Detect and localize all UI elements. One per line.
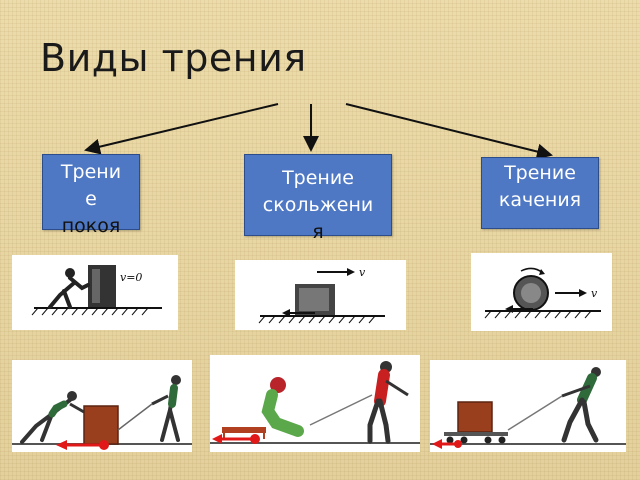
- child-head: [270, 377, 286, 393]
- arrow-to-static-friction: [84, 103, 279, 155]
- slide-title: Виды трения: [40, 36, 307, 80]
- sliding-friction-label-1: Трение: [282, 167, 354, 189]
- sliding-friction-schematic: v: [235, 260, 406, 330]
- arrow-to-rolling-friction: [345, 103, 553, 160]
- static-friction-box: Трени е покоя: [42, 154, 140, 237]
- sliding-friction-label-3: я: [312, 221, 324, 243]
- sliding-friction-illustration: [210, 355, 420, 452]
- static-friction-label-3: покоя: [61, 215, 121, 237]
- sliding-friction-label-2: скольжени: [262, 194, 374, 216]
- static-friction-label-2: е: [85, 188, 97, 210]
- rolling-friction-box: Трение качения: [481, 157, 599, 229]
- rolling-friction-label-2: качения: [498, 189, 582, 211]
- rolling-friction-schematic: v: [471, 253, 612, 331]
- roll-speed-label: v: [591, 287, 598, 300]
- sliding-friction-box: Трение скольжени я: [244, 154, 392, 243]
- person-head: [65, 268, 75, 278]
- static-friction-illustration: [12, 360, 192, 452]
- rolling-friction-label-1: Трение: [504, 162, 576, 184]
- right-person-head: [171, 375, 181, 385]
- sled: [222, 427, 266, 433]
- static-friction-label-1: Трени: [60, 161, 122, 183]
- static-friction-schematic: v=0: [12, 255, 178, 330]
- rest-speed-label: v=0: [120, 271, 142, 284]
- heavy-crate: [83, 405, 119, 445]
- slide-speed-label: v: [359, 266, 366, 279]
- rolling-friction-illustration: [430, 360, 626, 452]
- cart-crate: [457, 401, 493, 433]
